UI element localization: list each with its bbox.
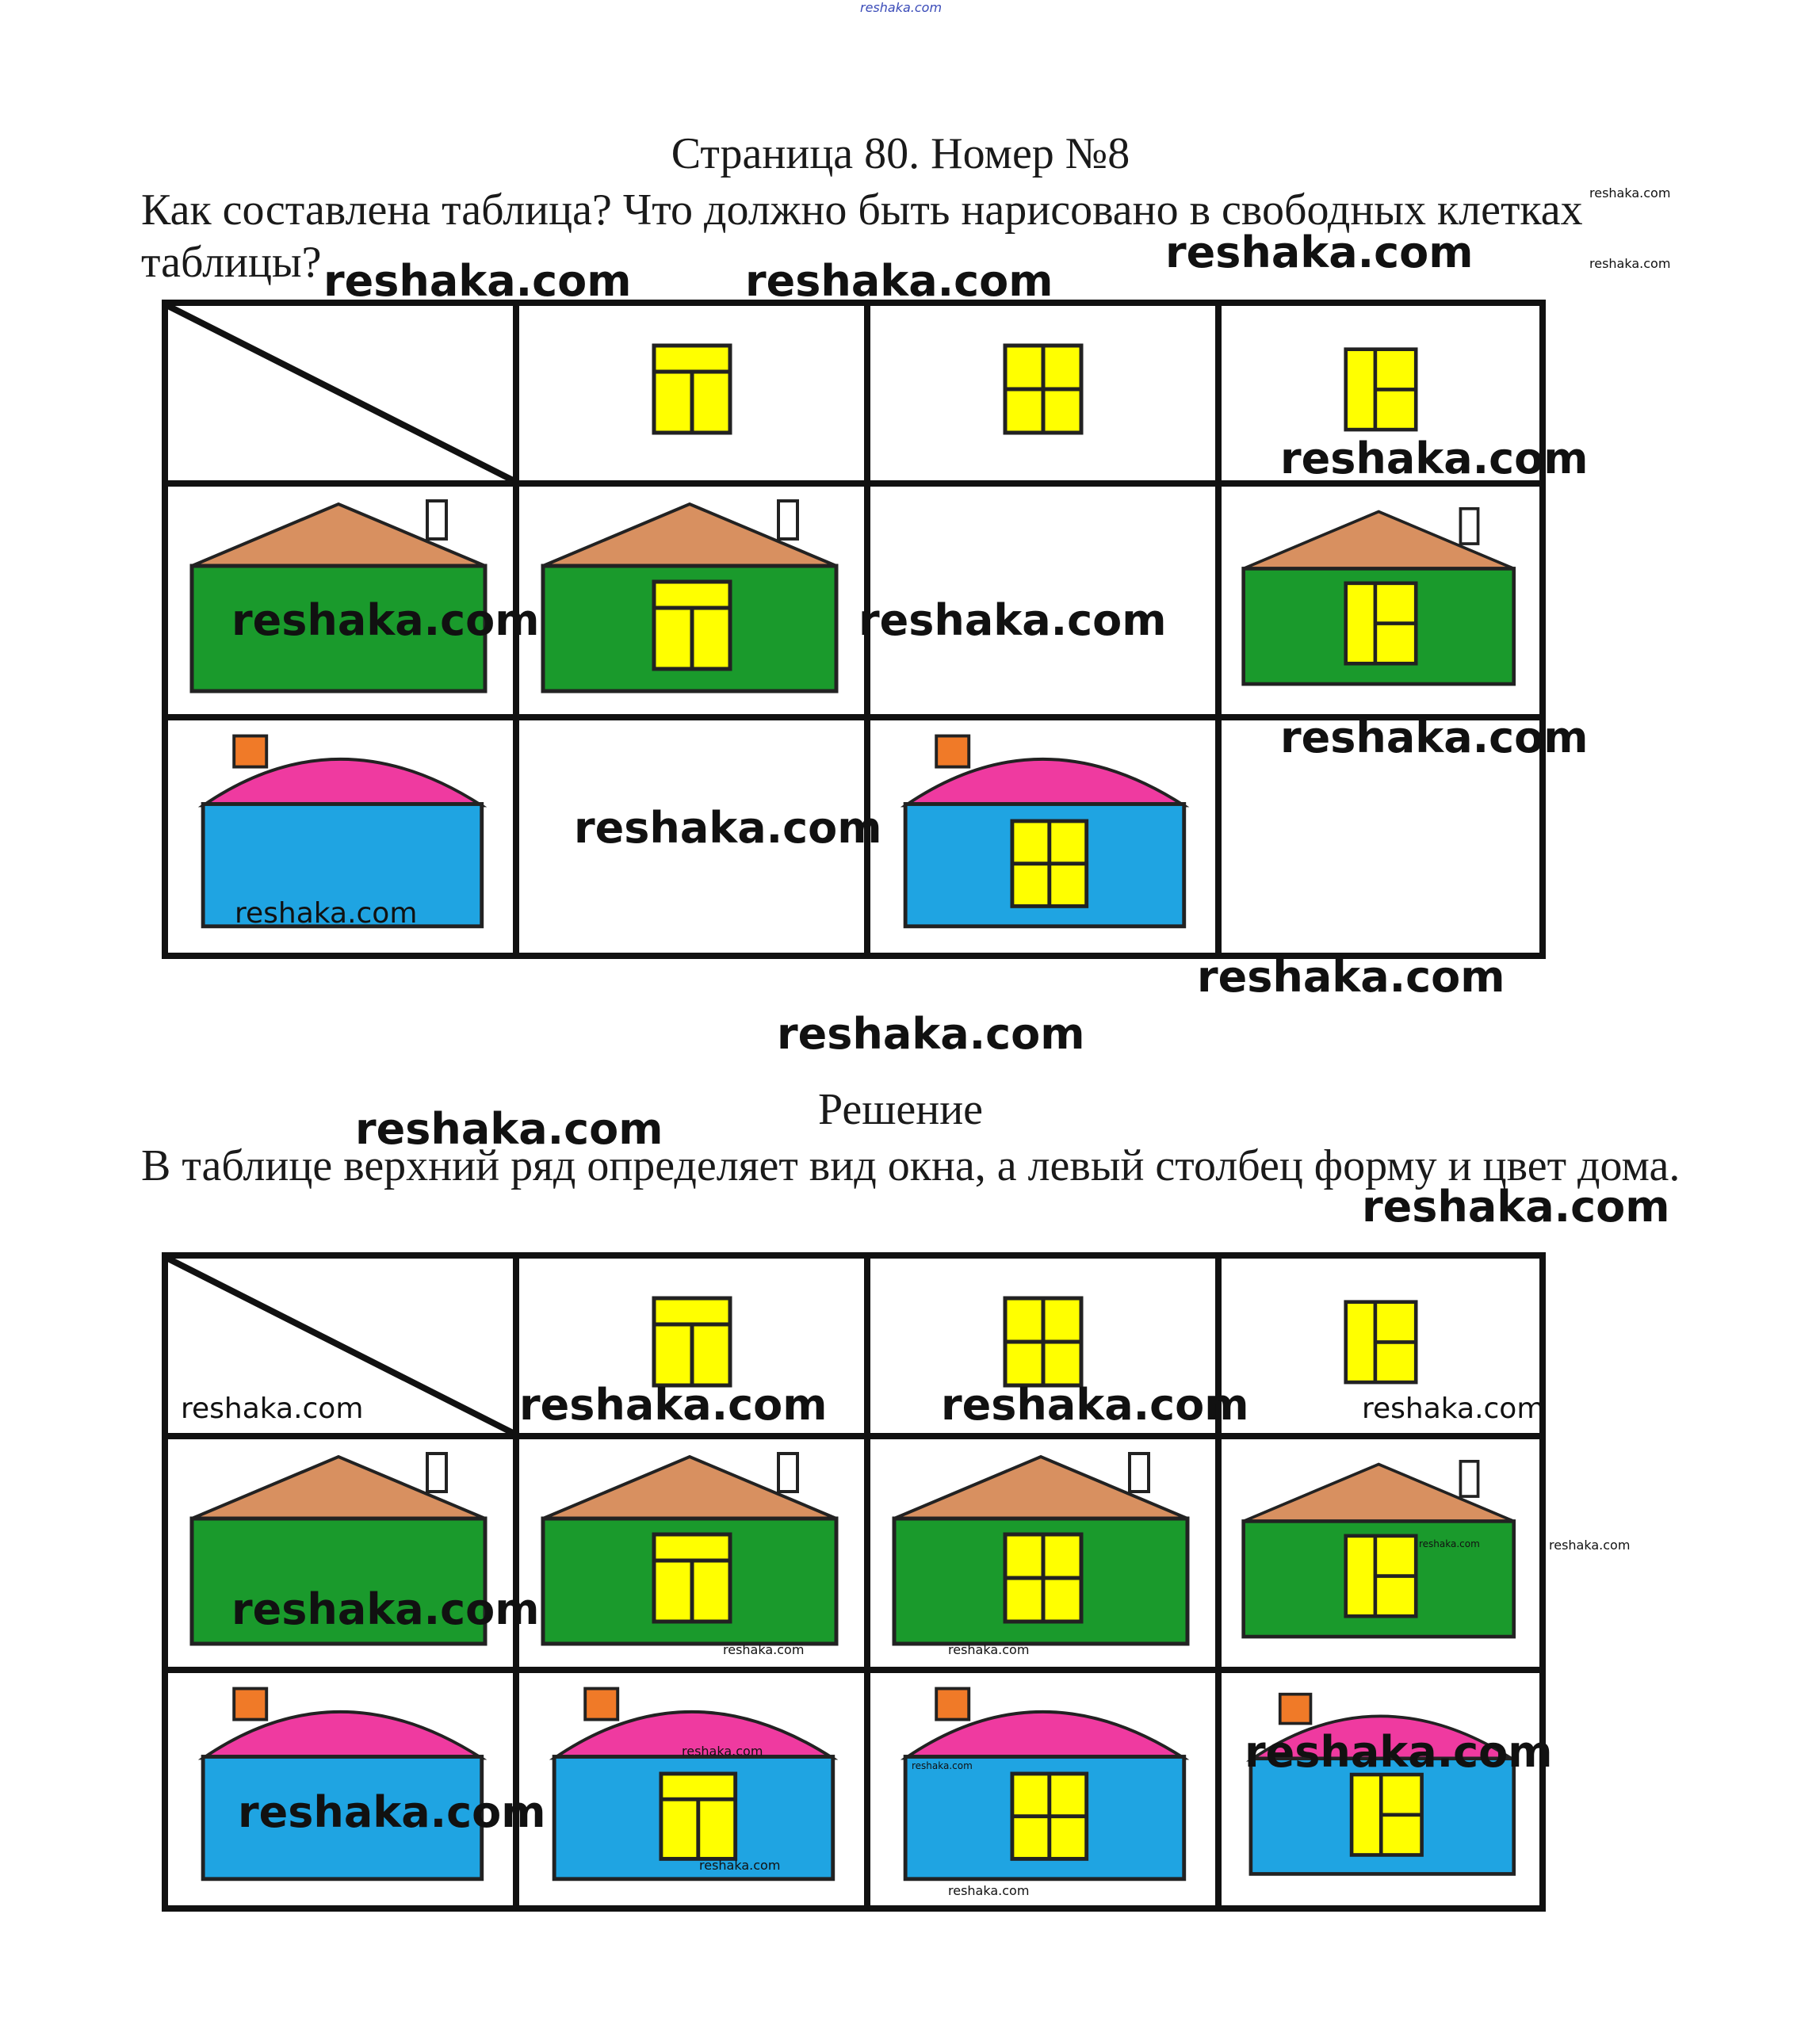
empty-cell bbox=[870, 487, 1215, 714]
watermark: reshaka.com bbox=[1197, 952, 1505, 1002]
corner-cell bbox=[168, 1259, 513, 1433]
header-h-window bbox=[1222, 1259, 1539, 1433]
blue-house-h-window bbox=[1222, 1673, 1539, 1905]
watermark: reshaka.com bbox=[1165, 227, 1474, 277]
blue-house bbox=[168, 720, 513, 953]
watermark: reshaka.com bbox=[1245, 1727, 1553, 1777]
cell-drawing bbox=[197, 734, 488, 929]
cell-drawing bbox=[1344, 1300, 1418, 1385]
blue-house bbox=[168, 1673, 513, 1905]
page-title: Страница 80. Номер №8 bbox=[671, 129, 1130, 178]
watermark: reshaka.com bbox=[912, 1760, 973, 1771]
empty-cell bbox=[519, 720, 864, 953]
watermark: reshaka.com bbox=[1280, 434, 1589, 483]
watermark: reshaka.com bbox=[682, 1744, 763, 1759]
cell-drawing bbox=[541, 1452, 839, 1646]
cell-drawing bbox=[541, 499, 839, 693]
watermark: reshaka.com bbox=[181, 1393, 364, 1425]
watermark: reshaka.com bbox=[948, 1883, 1030, 1898]
watermark: reshaka.com bbox=[777, 1009, 1085, 1059]
cell-drawing bbox=[189, 1452, 488, 1646]
cell-drawing bbox=[1241, 506, 1516, 686]
green-house-h-window bbox=[1222, 487, 1539, 714]
green-house-h-window bbox=[1222, 1439, 1539, 1667]
watermark: reshaka.com bbox=[355, 1104, 663, 1154]
watermark: reshaka.com bbox=[745, 256, 1053, 306]
cell-drawing bbox=[189, 499, 488, 693]
watermark: reshaka.com bbox=[231, 1584, 540, 1634]
corner-cell bbox=[168, 306, 513, 480]
site-link[interactable]: reshaka.com bbox=[860, 0, 943, 15]
watermark: reshaka.com bbox=[941, 1380, 1249, 1430]
cell-drawing bbox=[1003, 1296, 1084, 1388]
watermark: reshaka.com bbox=[519, 1380, 828, 1430]
cell-drawing bbox=[549, 1687, 839, 1882]
watermark: reshaka.com bbox=[1589, 256, 1671, 271]
solution-text: В таблице верхний ряд определяет вид окн… bbox=[141, 1141, 1681, 1190]
header-cross-window bbox=[870, 306, 1215, 480]
cell-drawing bbox=[1245, 1692, 1519, 1876]
watermark: reshaka.com bbox=[699, 1858, 781, 1873]
watermark: reshaka.com bbox=[323, 256, 632, 306]
cell-drawing bbox=[652, 1296, 732, 1388]
solution-heading: Решение bbox=[817, 1085, 984, 1134]
cell-drawing bbox=[900, 734, 1190, 929]
blue-house-cross-window bbox=[870, 1673, 1215, 1905]
cell-drawing bbox=[197, 1687, 488, 1882]
watermark: reshaka.com bbox=[948, 1642, 1030, 1657]
cell-drawing bbox=[892, 1452, 1190, 1646]
cell-drawing bbox=[652, 343, 732, 435]
question-table bbox=[162, 300, 1546, 959]
green-house-t-window bbox=[519, 1439, 864, 1667]
question-text: Как составлена таблица? Что должно быть … bbox=[141, 185, 1583, 287]
watermark: reshaka.com bbox=[574, 803, 882, 853]
watermark: reshaka.com bbox=[235, 897, 418, 930]
cell-drawing bbox=[1344, 347, 1418, 432]
watermark: reshaka.com bbox=[1589, 185, 1671, 201]
green-house bbox=[168, 487, 513, 714]
watermark: reshaka.com bbox=[1280, 713, 1589, 762]
watermark: reshaka.com bbox=[238, 1787, 546, 1837]
header-t-window bbox=[519, 1259, 864, 1433]
header-cross-window bbox=[870, 1259, 1215, 1433]
watermark: reshaka.com bbox=[1362, 1393, 1545, 1425]
blue-house-cross-window bbox=[870, 720, 1215, 953]
watermark: reshaka.com bbox=[1549, 1538, 1631, 1553]
green-house bbox=[168, 1439, 513, 1667]
cell-drawing bbox=[1241, 1459, 1516, 1639]
watermark: reshaka.com bbox=[723, 1642, 805, 1657]
green-house-cross-window bbox=[870, 1439, 1215, 1667]
header-h-window bbox=[1222, 306, 1539, 480]
green-house-t-window bbox=[519, 487, 864, 714]
cell-drawing bbox=[1003, 343, 1084, 435]
watermark: reshaka.com bbox=[1419, 1538, 1480, 1549]
answer-table bbox=[162, 1252, 1546, 1912]
watermark: reshaka.com bbox=[1362, 1182, 1670, 1232]
watermark: reshaka.com bbox=[858, 595, 1167, 645]
blue-house-t-window bbox=[519, 1673, 864, 1905]
header-t-window bbox=[519, 306, 864, 480]
empty-cell bbox=[1222, 720, 1539, 953]
watermark: reshaka.com bbox=[231, 595, 540, 645]
cell-drawing bbox=[900, 1687, 1190, 1882]
